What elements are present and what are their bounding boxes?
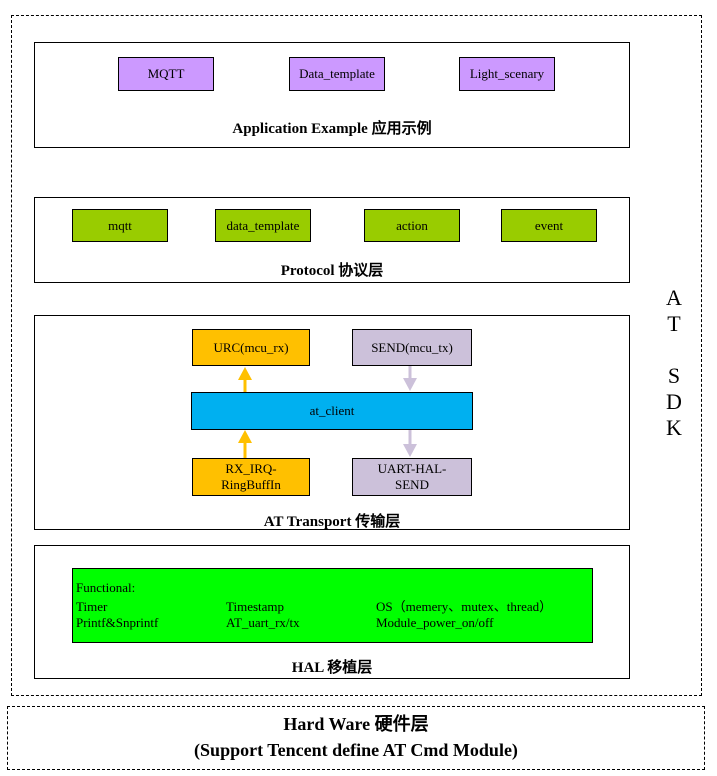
- hardware-title: Hard Ware 硬件层: [283, 714, 429, 734]
- hal-functional-box: Functional: Timer Printf&Snprintf Timest…: [72, 568, 593, 643]
- box-label: data_template: [226, 217, 300, 233]
- send-mcu-tx-box: SEND(mcu_tx): [352, 329, 472, 366]
- hal-layer: Functional: Timer Printf&Snprintf Timest…: [34, 545, 630, 679]
- hal-item: Module_power_on/off: [376, 615, 494, 630]
- sdk-letter: K: [666, 415, 682, 440]
- sdk-letter: A: [666, 285, 682, 310]
- hardware-layer: Hard Ware 硬件层 (Support Tencent define AT…: [7, 706, 705, 770]
- hal-layer-title: HAL 移植层: [291, 660, 373, 676]
- at-sdk-container: [11, 15, 702, 696]
- box-label: mqtt: [108, 217, 132, 233]
- protocol-box-action: action: [364, 209, 460, 242]
- hal-item: OS（memery、mutex、thread）: [376, 599, 553, 614]
- sdk-letter: T: [667, 311, 681, 336]
- hal-item: AT_uart_rx/tx: [226, 615, 300, 630]
- box-label: action: [396, 217, 428, 233]
- protocol-box-data-template: data_template: [215, 209, 311, 242]
- box-label: URC(mcu_rx): [213, 339, 289, 355]
- transport-arrows: [238, 366, 417, 458]
- tx-arrow-down-icon: [403, 430, 417, 457]
- hardware-subtitle: (Support Tencent define AT Cmd Module): [194, 740, 518, 760]
- hal-item: Printf&Snprintf: [76, 615, 159, 630]
- application-layer-title: Application Example 应用示例: [232, 121, 432, 137]
- rx-arrow-up-icon: [238, 367, 252, 392]
- box-label: event: [534, 217, 564, 233]
- box-label: MQTT: [147, 66, 185, 81]
- protocol-layer-title: Protocol 协议层: [280, 263, 384, 279]
- protocol-layer: mqtt data_template action event Protocol…: [34, 197, 630, 283]
- transport-layer: URC(mcu_rx) SEND(mcu_tx) at_client RX_IR…: [34, 315, 630, 530]
- at-sdk-label: A T S D K: [659, 285, 689, 441]
- box-label-line: RX_IRQ-: [225, 461, 277, 476]
- rx-irq-ringbuffin-box: RX_IRQ- RingBuffIn: [192, 458, 310, 496]
- urc-mcu-rx-box: URC(mcu_rx): [192, 329, 310, 366]
- application-layer: MQTT Data_template Light_scenary Applica…: [34, 42, 630, 148]
- box-label-line: UART-HAL-: [377, 461, 447, 476]
- app-box-data-template: Data_template: [289, 57, 385, 91]
- tx-arrow-down-icon: [403, 366, 417, 391]
- hal-functional-heading: Functional:: [76, 580, 136, 595]
- box-label: SEND(mcu_tx): [371, 339, 453, 355]
- box-label: Data_template: [299, 66, 375, 81]
- box-label: Light_scenary: [469, 66, 545, 81]
- uart-hal-send-box: UART-HAL- SEND: [352, 458, 472, 496]
- box-label-line: RingBuffIn: [221, 477, 281, 492]
- app-box-light-scenary: Light_scenary: [459, 57, 555, 91]
- app-box-mqtt: MQTT: [118, 57, 214, 91]
- at-client-box: at_client: [191, 392, 473, 430]
- transport-layer-title: AT Transport 传输层: [263, 514, 401, 530]
- sdk-letter: S: [667, 363, 681, 388]
- hal-item: Timer: [76, 599, 108, 614]
- sdk-letter: D: [666, 389, 682, 414]
- rx-arrow-up-icon: [238, 430, 252, 458]
- protocol-box-mqtt: mqtt: [72, 209, 168, 242]
- protocol-box-event: event: [501, 209, 597, 242]
- box-label-line: SEND: [395, 477, 429, 492]
- sdk-spacer: [659, 337, 689, 363]
- box-label: at_client: [309, 403, 355, 418]
- hal-item: Timestamp: [226, 599, 285, 614]
